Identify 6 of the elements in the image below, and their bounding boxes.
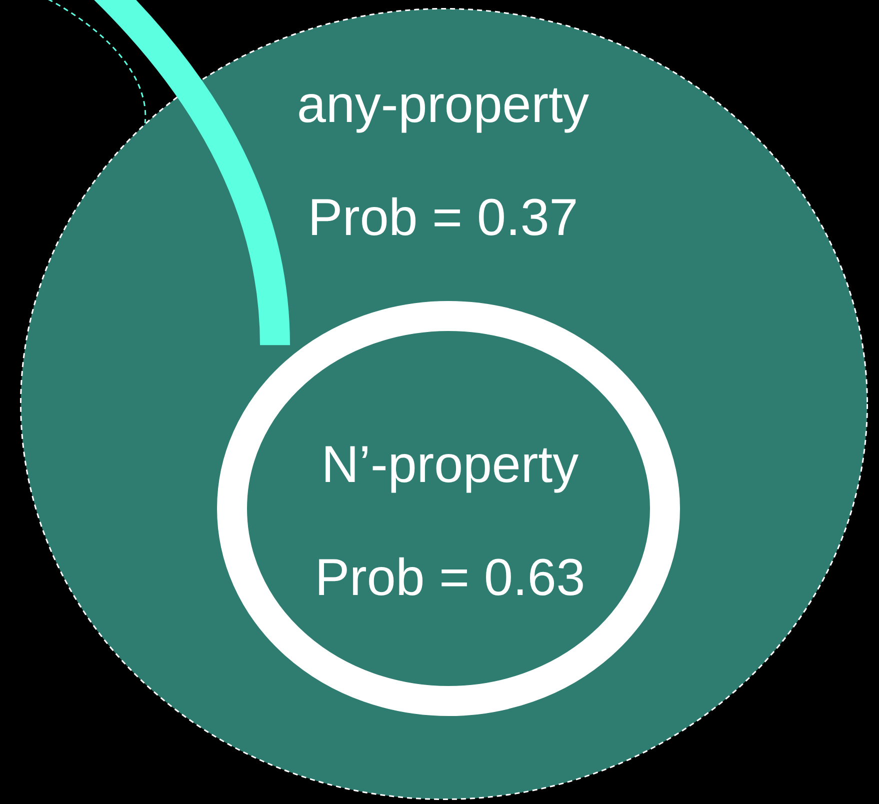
outer-set-circle bbox=[20, 8, 868, 800]
probability-label: Prob = 0.63 bbox=[314, 548, 586, 608]
probability-label: Prob = 0.37 bbox=[308, 188, 578, 248]
set-label: any-property bbox=[297, 75, 589, 135]
inner-set-circle bbox=[217, 301, 680, 716]
set-label: N’-property bbox=[321, 435, 579, 495]
